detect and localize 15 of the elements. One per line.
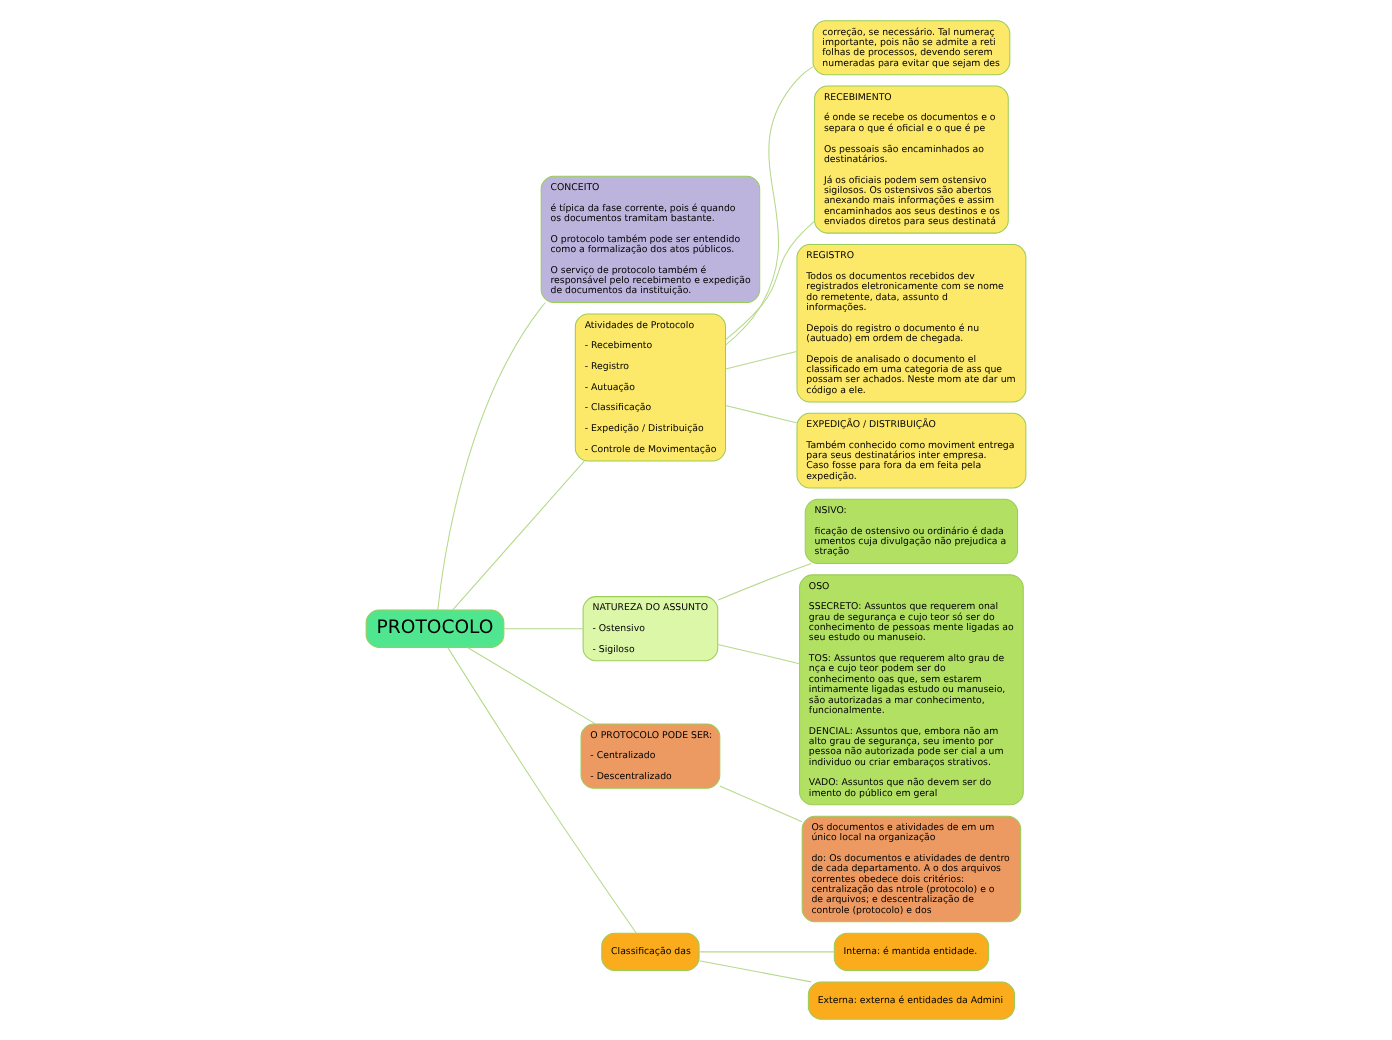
connector xyxy=(698,951,835,953)
connector xyxy=(452,460,585,611)
connector xyxy=(447,647,637,934)
connector xyxy=(717,643,800,665)
connector xyxy=(698,960,812,983)
connector xyxy=(717,563,812,601)
connector xyxy=(725,220,815,341)
node-box: PROTOCOLO xyxy=(365,609,505,648)
connector xyxy=(437,302,546,611)
connector xyxy=(725,350,798,370)
connector xyxy=(503,628,584,630)
connector xyxy=(467,647,596,725)
connector xyxy=(725,66,814,346)
connector xyxy=(725,405,798,424)
connector xyxy=(719,785,803,823)
